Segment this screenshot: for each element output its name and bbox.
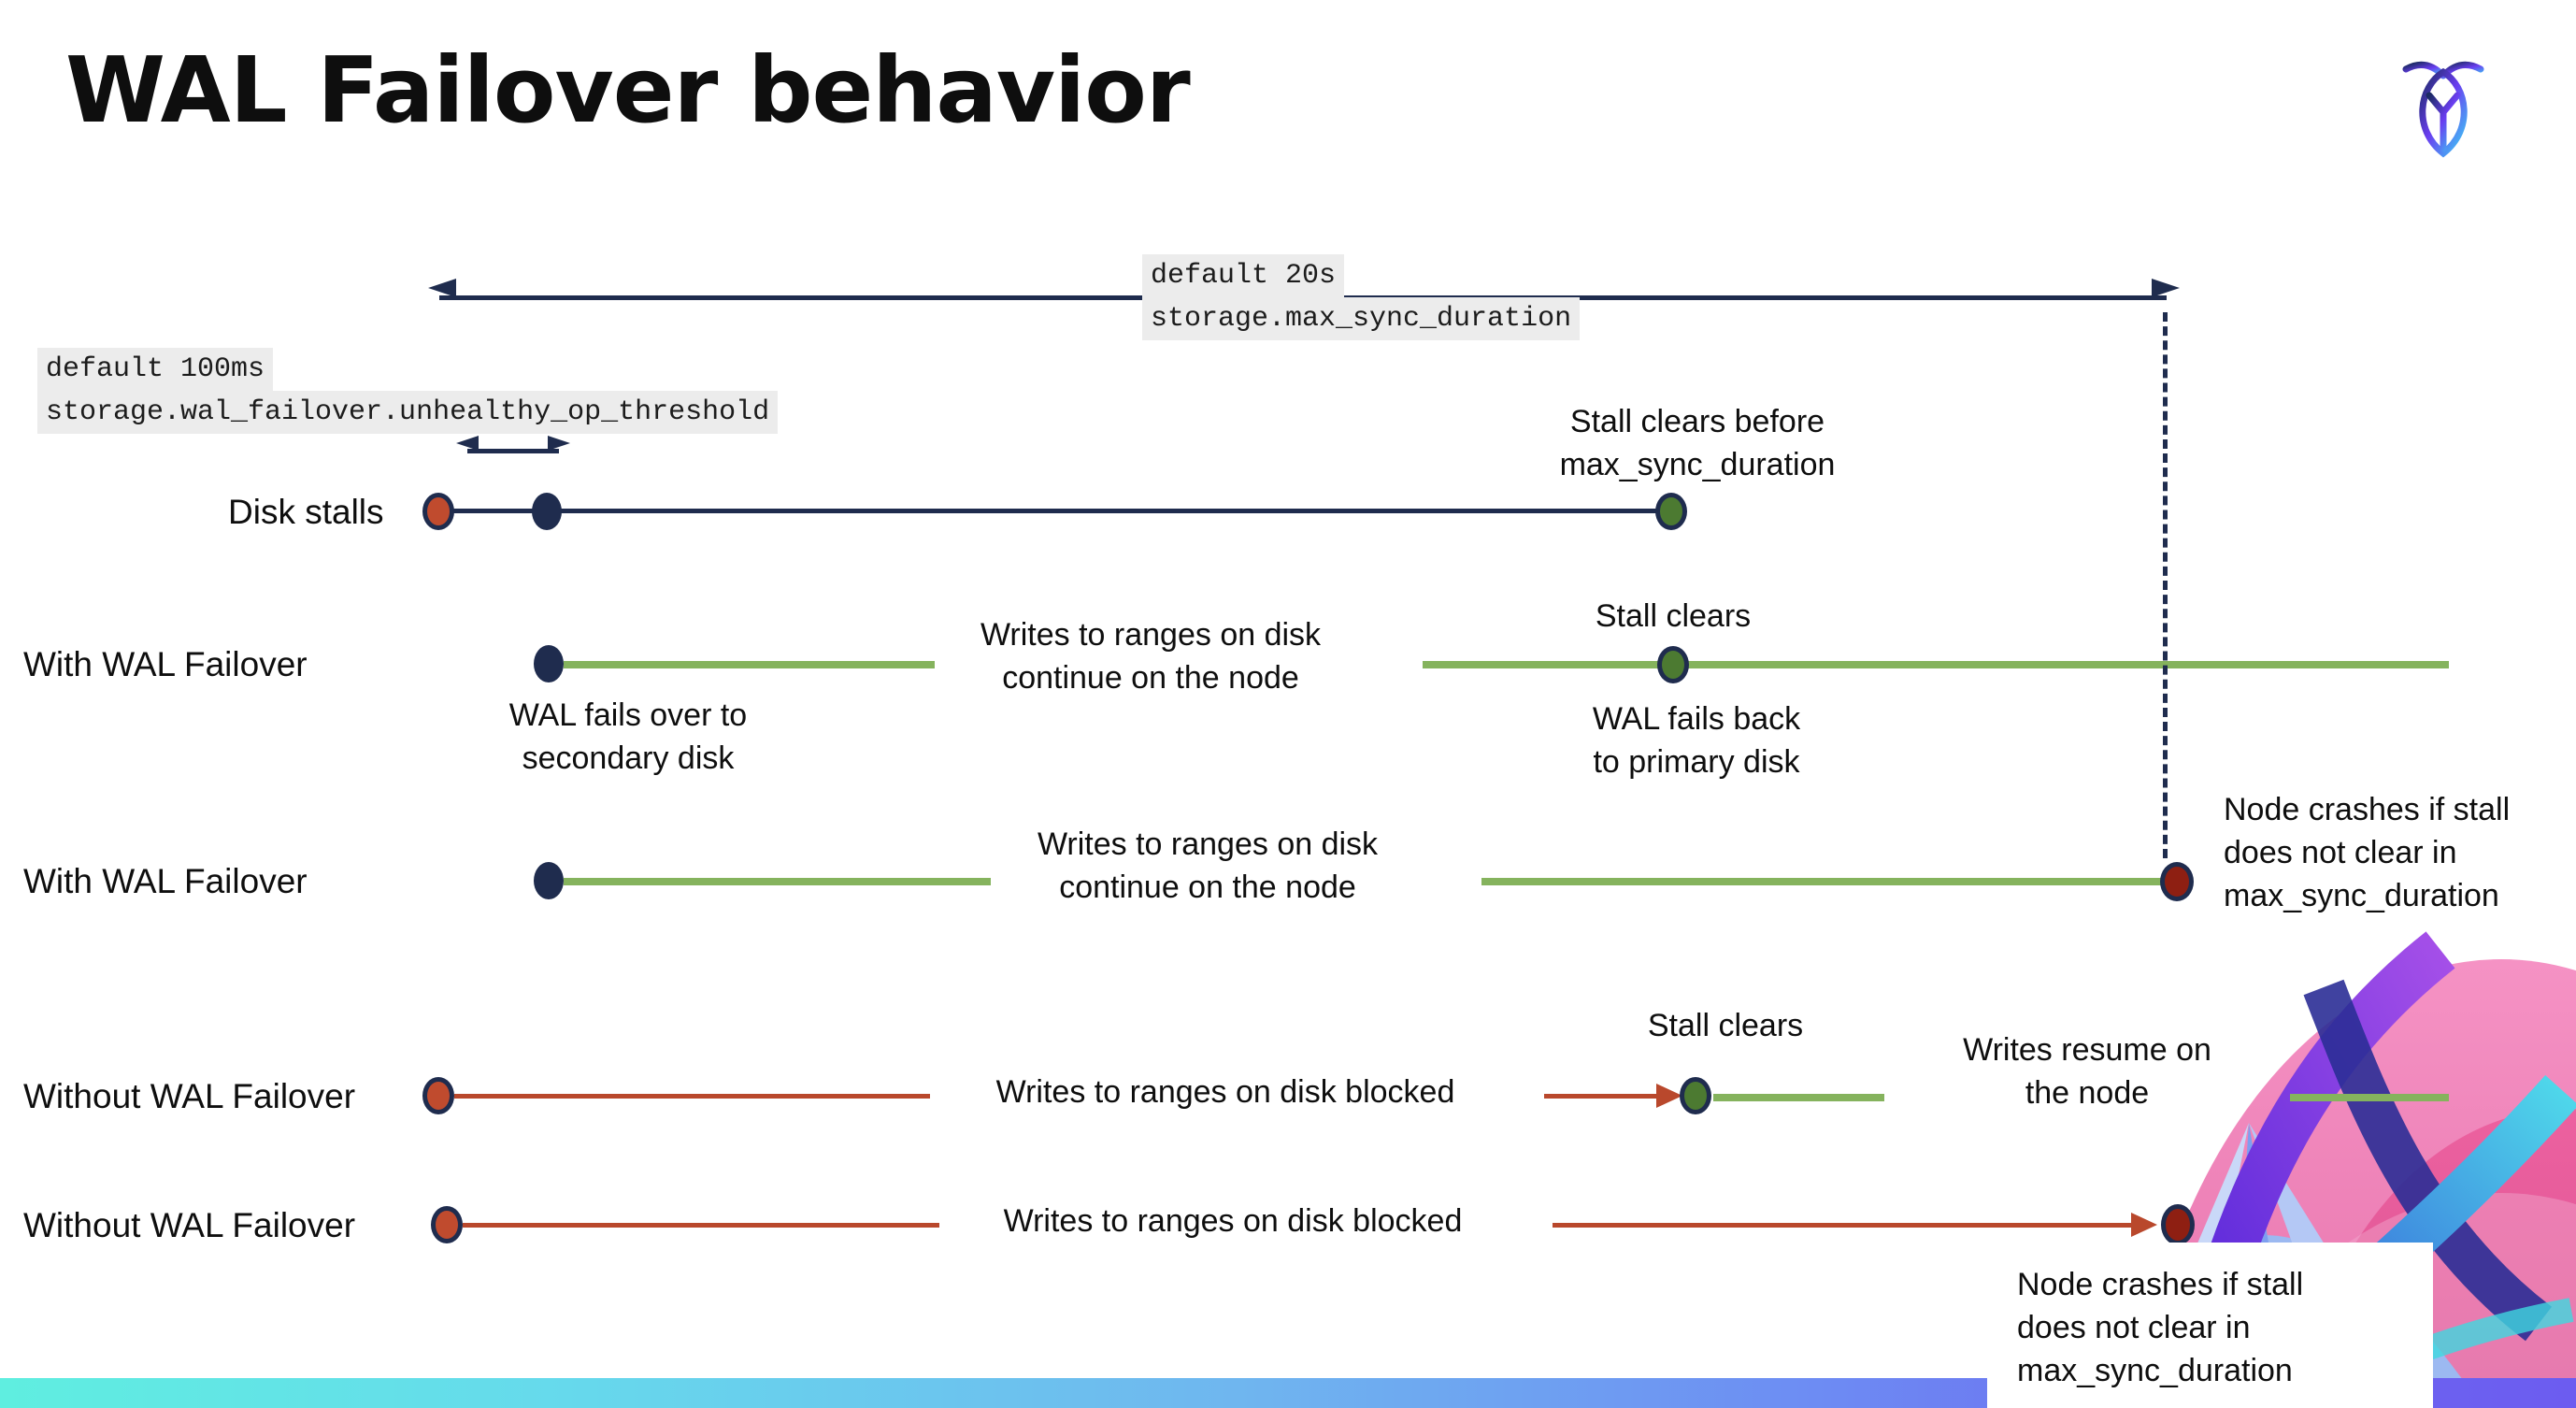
max-sync-duration-callout: default 20s storage.max_sync_duration: [1142, 254, 1581, 340]
arrowhead-right-icon: [2152, 279, 2180, 297]
node-crash-dot-row3: [2160, 862, 2194, 901]
threshold-arrowhead-right-icon: [548, 436, 570, 451]
max-sync-default-label: default 20s: [1142, 254, 1345, 297]
row-label-without-wal-failover-1: Without WAL Failover: [23, 1077, 356, 1115]
row-label-without-wal-failover-2: Without WAL Failover: [23, 1206, 356, 1244]
annotation-node-crashes-row3: Node crashes if stall does not clear in …: [2224, 792, 2511, 913]
max-sync-duration-dashed-line: [2163, 312, 2168, 858]
row-label-with-wal-failover-1: With WAL Failover: [23, 645, 308, 683]
green-line-row3-b: [1481, 878, 2164, 885]
node-crashes-note-box: Node crashes if stall does not clear in …: [1987, 1243, 2433, 1408]
annotation-writes-blocked-row4: Writes to ranges on disk blocked: [995, 1074, 1455, 1110]
red-line-row4-b: [1544, 1094, 1664, 1099]
threshold-reached-dot: [532, 493, 562, 530]
row-label-with-wal-failover-2: With WAL Failover: [23, 862, 308, 900]
red-arrowhead-row5-icon: [2131, 1213, 2157, 1237]
red-line-row5-a: [463, 1223, 939, 1228]
max-sync-setting-name: storage.max_sync_duration: [1142, 297, 1581, 340]
stall-start-dot-row4: [422, 1077, 454, 1114]
threshold-span-line: [467, 449, 559, 453]
green-line-row4-a: [1713, 1094, 1884, 1101]
red-line-row4-a: [454, 1094, 930, 1099]
green-line-row3-a: [564, 878, 991, 885]
stall-clears-dot-row4: [1680, 1077, 1711, 1114]
annotation-writes-blocked-row5: Writes to ranges on disk blocked: [1003, 1203, 1463, 1239]
annotation-writes-continue-row2: Writes to ranges on disk continue on the…: [980, 617, 1322, 696]
arrowhead-left-icon: [428, 279, 456, 297]
unhealthy-op-default-label: default 100ms: [37, 348, 274, 391]
annotation-writes-continue-row3: Writes to ranges on disk continue on the…: [1037, 826, 1379, 905]
annotation-stall-clears-row2: Stall clears: [1595, 598, 1752, 634]
annotation-stall-clears-row4: Stall clears: [1647, 1008, 1804, 1043]
stall-start-dot: [422, 493, 454, 530]
annotation-stall-clears-before: Stall clears before max_sync_duration: [1559, 404, 1836, 482]
unhealthy-op-setting-name: storage.wal_failover.unhealthy_op_thresh…: [37, 391, 779, 434]
annotation-wal-fails-back: WAL fails back to primary disk: [1592, 701, 1801, 780]
green-line-row2-a: [564, 661, 935, 668]
failover-dot-row2: [534, 645, 564, 682]
threshold-arrowhead-left-icon: [456, 436, 479, 451]
annotation-node-crashes-row5: Node crashes if stall does not clear in …: [2017, 1267, 2304, 1388]
cockroach-logo-icon: [2402, 61, 2484, 158]
failover-dot-row3: [534, 862, 564, 899]
node-crash-dot-row5: [2161, 1204, 2195, 1245]
green-line-row2-b: [1423, 661, 2449, 668]
stall-start-dot-row5: [431, 1206, 463, 1243]
annotation-wal-fails-over: WAL fails over to secondary disk: [508, 697, 748, 776]
stall-clears-dot-row1: [1655, 493, 1687, 530]
unhealthy-op-threshold-callout: default 100ms storage.wal_failover.unhea…: [37, 348, 779, 434]
page-title: WAL Failover behavior: [65, 37, 1191, 143]
red-arrowhead-row4-icon: [1656, 1084, 1682, 1108]
annotation-writes-resume: Writes resume on the node: [1963, 1032, 2211, 1111]
disk-stall-timeline: [438, 509, 1671, 513]
red-line-row5-b: [1553, 1223, 2139, 1228]
row-label-disk-stalls: Disk stalls: [228, 493, 384, 531]
green-line-row4-b: [2290, 1094, 2449, 1101]
stall-clears-dot-row2: [1657, 646, 1689, 683]
